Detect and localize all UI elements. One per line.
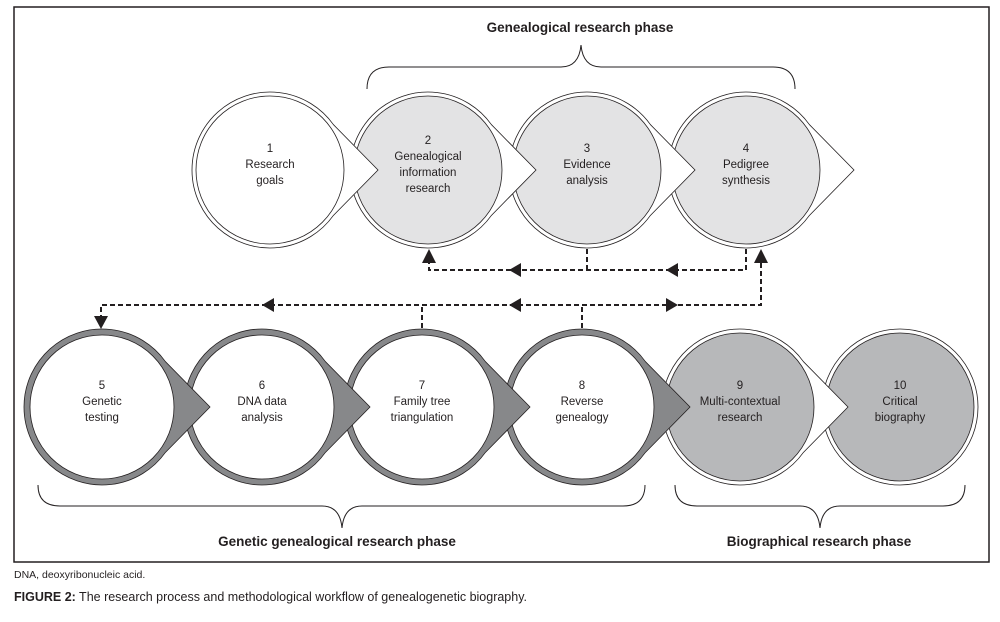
arrow-left-upper-1 (509, 263, 521, 277)
node-inner-circle (29, 334, 175, 480)
arrow-left-lower-1 (262, 298, 274, 312)
node-label-line: DNA data (237, 396, 287, 408)
figure-caption: FIGURE 2: The research process and metho… (14, 590, 527, 604)
node-number: 8 (579, 380, 585, 392)
workflow-node-3 (508, 91, 696, 249)
node-label-line: testing (85, 412, 119, 424)
caption-text: The research process and methodological … (75, 590, 528, 604)
node-number: 7 (419, 380, 425, 392)
arrow-right-lower (666, 298, 678, 312)
genetic-genealogical-phase-label: Genetic genealogical research phase (218, 534, 456, 549)
biographical-phase-label: Biographical research phase (727, 534, 912, 549)
node-number: 9 (737, 380, 743, 392)
node-label-line: Multi-contextual (700, 396, 781, 408)
node-label-line: information (400, 167, 457, 179)
workflow-node-10 (821, 328, 979, 486)
arrow-up-to-node-2 (422, 249, 436, 263)
node-label-line: Reverse (561, 396, 604, 408)
workflow-node-6 (183, 328, 371, 486)
node-label-line: Pedigree (723, 159, 769, 171)
workflow-node-5 (23, 328, 211, 486)
node-label-line: goals (256, 175, 284, 187)
node-label-line: research (718, 412, 763, 424)
arrow-left-lower-2 (509, 298, 521, 312)
arrow-down-to-node-5 (94, 316, 108, 329)
workflow-node-7 (343, 328, 531, 486)
biographical-phase-brace (674, 484, 966, 529)
connector-7-8-to-5 (100, 263, 762, 318)
feedback-connectors (94, 249, 768, 329)
node-label-line: analysis (241, 412, 283, 424)
caption-label: FIGURE 2: (14, 590, 76, 604)
node-label-line: synthesis (722, 175, 770, 187)
node-number: 6 (259, 380, 265, 392)
node-number: 5 (99, 380, 105, 392)
node-inner-circle (195, 95, 345, 245)
node-label-line: Genetic (82, 396, 122, 408)
node-label-line: genealogy (555, 412, 608, 424)
figure-frame (13, 6, 990, 563)
genealogical-phase-label: Genealogical research phase (487, 20, 674, 35)
node-label-line: Critical (882, 396, 917, 408)
node-number: 4 (743, 143, 750, 155)
arrow-left-upper-2 (666, 263, 678, 277)
node-number: 1 (267, 143, 273, 155)
figure-footnote: DNA, deoxyribonucleic acid. (14, 569, 146, 581)
arrow-up-to-node-4 (754, 249, 768, 263)
workflow-node-9 (661, 328, 849, 486)
node-label-line: Research (245, 159, 294, 171)
node-number: 2 (425, 135, 431, 147)
node-label-line: research (406, 183, 451, 195)
node-number: 3 (584, 143, 590, 155)
workflow-node-2 (349, 91, 537, 249)
genetic-genealogical-phase-brace (37, 484, 646, 529)
node-label-line: Family tree (394, 396, 451, 408)
node-label-line: Genealogical (394, 151, 461, 163)
node-label-line: analysis (566, 175, 608, 187)
genealogical-phase-brace (366, 44, 796, 90)
node-label-line: Evidence (563, 159, 610, 171)
node-number: 10 (894, 380, 907, 392)
node-label-line: biography (875, 412, 926, 424)
workflow-node-1 (191, 91, 379, 249)
node-label-line: triangulation (391, 412, 454, 424)
